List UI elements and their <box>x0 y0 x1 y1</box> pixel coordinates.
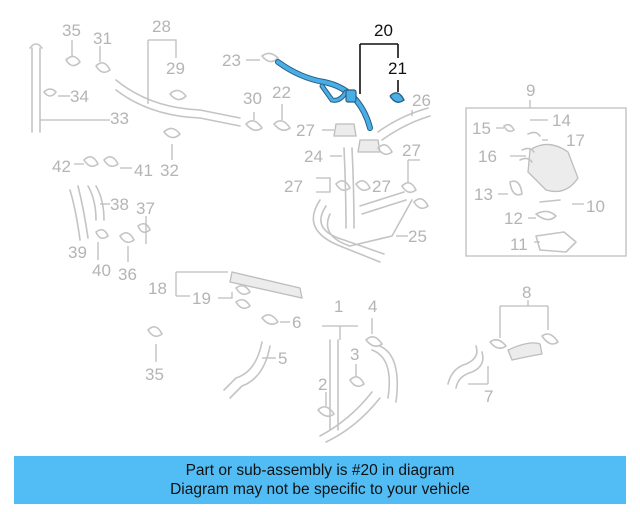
part-30-22-clamps <box>245 104 291 132</box>
part-8-7-hoses <box>447 300 559 389</box>
part-34-clamp <box>43 88 70 97</box>
label-15: 15 <box>472 119 491 138</box>
part-19-clamps <box>218 284 251 310</box>
label-4: 4 <box>368 297 377 316</box>
label-33: 33 <box>110 109 129 128</box>
part-21-clamp <box>389 92 405 103</box>
part-31-clamp <box>95 46 111 74</box>
label-7: 7 <box>484 387 493 406</box>
label-29: 29 <box>166 59 185 78</box>
label-38: 38 <box>110 195 129 214</box>
label-35-b: 35 <box>145 365 164 384</box>
part-38-39-hoses <box>69 185 110 241</box>
label-27-b: 27 <box>284 177 303 196</box>
part-40-36-37-clamps <box>95 216 151 262</box>
part-24-pipe <box>330 147 355 229</box>
part-1-pipe <box>319 325 399 443</box>
part-18-pipe <box>175 271 303 299</box>
part-28-hose <box>115 39 241 127</box>
label-8: 8 <box>522 283 531 302</box>
label-13: 13 <box>474 185 493 204</box>
label-27-c: 27 <box>372 177 391 196</box>
label-39: 39 <box>68 243 87 262</box>
part-33-hose <box>29 43 110 133</box>
label-9: 9 <box>526 81 535 100</box>
banner-line-2: Diagram may not be specific to your vehi… <box>170 481 470 498</box>
label-27-d: 27 <box>402 141 421 160</box>
label-30: 30 <box>243 89 262 108</box>
part-29-clamp <box>169 89 187 101</box>
part-27b-clamps <box>316 177 371 193</box>
label-32: 32 <box>160 161 179 180</box>
label-42: 42 <box>52 157 71 176</box>
info-banner: Part or sub-assembly is #20 in diagram D… <box>14 456 626 504</box>
label-25: 25 <box>408 227 427 246</box>
label-26: 26 <box>412 91 431 110</box>
label-31: 31 <box>93 29 112 48</box>
part-20-coolant-hose <box>275 59 373 131</box>
part-27c-clamps <box>377 144 429 210</box>
label-2: 2 <box>318 375 327 394</box>
part-23-fitting <box>246 52 279 63</box>
part-27-fittings <box>322 123 381 153</box>
label-12: 12 <box>504 209 523 228</box>
label-5: 5 <box>278 349 287 368</box>
part-6-clamp <box>261 314 290 326</box>
label-16: 16 <box>478 147 497 166</box>
label-36: 36 <box>118 265 137 284</box>
label-1: 1 <box>334 297 343 316</box>
label-3: 3 <box>350 345 359 364</box>
label-21: 21 <box>388 59 407 78</box>
part-20-leader <box>359 43 399 94</box>
part-2-3-clamps <box>317 364 365 418</box>
label-10: 10 <box>586 197 605 216</box>
part-32-clamp <box>163 127 181 160</box>
label-22: 22 <box>272 83 291 102</box>
label-35: 35 <box>62 21 81 40</box>
part-26-hose <box>377 107 431 141</box>
label-34: 34 <box>70 87 89 106</box>
label-28: 28 <box>152 17 171 36</box>
part-35-clamp <box>65 40 81 67</box>
label-27-a: 27 <box>296 121 315 140</box>
part-5-hose <box>223 341 276 399</box>
label-18: 18 <box>148 279 167 298</box>
label-20: 20 <box>374 21 393 40</box>
label-24: 24 <box>304 147 323 166</box>
part-42-41-clamps <box>74 156 132 169</box>
label-6: 6 <box>292 313 301 332</box>
label-37: 37 <box>136 199 155 218</box>
label-17: 17 <box>566 131 585 150</box>
part-4-clamp <box>365 318 383 348</box>
label-41: 41 <box>134 161 153 180</box>
label-40: 40 <box>92 261 111 280</box>
part-9-box <box>465 100 627 257</box>
label-11: 11 <box>510 235 528 254</box>
label-23: 23 <box>222 51 241 70</box>
label-19: 19 <box>192 289 211 308</box>
part-25-pipe-assy <box>312 191 413 263</box>
label-14: 14 <box>552 111 571 130</box>
part-35b-clamp <box>147 326 163 362</box>
banner-line-1: Part or sub-assembly is #20 in diagram <box>185 462 455 479</box>
